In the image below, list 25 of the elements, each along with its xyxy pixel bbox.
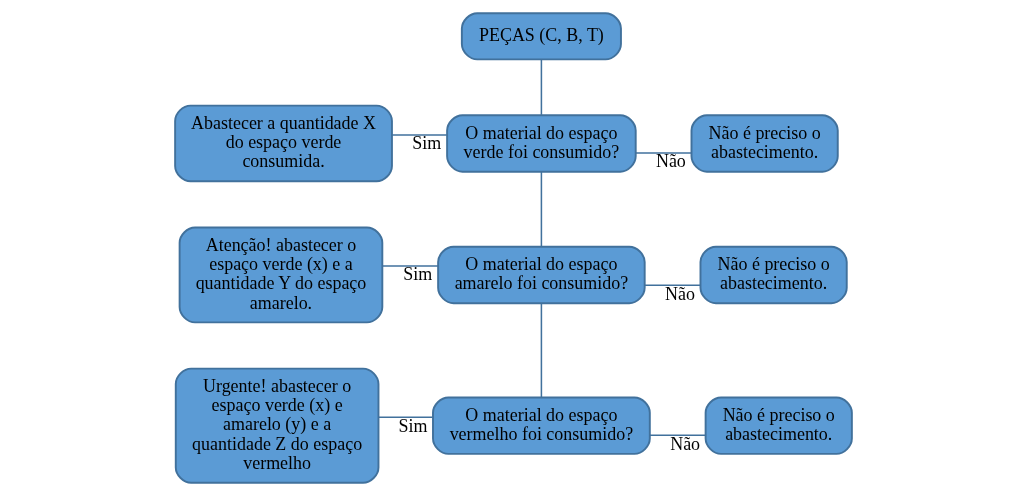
edge-label: Não bbox=[670, 433, 701, 454]
node-box: Urgente! abastecer o espaço verde (x) e amarelo (y) e a quantidade Z do espaço vermelho bbox=[174, 367, 380, 484]
connector bbox=[391, 134, 448, 136]
node-box: Não é preciso o abastecimento. bbox=[699, 245, 848, 305]
node-box: Não é preciso o abastecimento. bbox=[704, 396, 853, 455]
connector bbox=[377, 416, 434, 419]
node-box: Não é preciso o abastecimento. bbox=[690, 114, 839, 173]
node-box: O material do espaço verde foi consumido? bbox=[446, 114, 637, 173]
node-box: Abastecer a quantidade X do espaço verde consumida. bbox=[174, 104, 393, 183]
connector bbox=[644, 284, 701, 286]
edge-label: Não bbox=[655, 151, 686, 172]
connector bbox=[649, 434, 707, 437]
node-box: PEÇAS (C, B, T) bbox=[460, 12, 622, 61]
edge-label: Sim bbox=[398, 415, 428, 436]
connector bbox=[381, 265, 439, 267]
node-box: O material do espaço amarelo foi consumido? bbox=[437, 245, 646, 305]
node-box: Atenção! abastecer o espaço verde (x) e a quantidade Y do espaço amarelo. bbox=[178, 226, 384, 324]
connector bbox=[540, 171, 543, 248]
edge-label: Sim bbox=[403, 264, 433, 285]
connector bbox=[635, 152, 693, 154]
edge-label: Não bbox=[664, 283, 695, 304]
node-box: O material do espaço vermelho foi consumido? bbox=[432, 396, 651, 455]
connector bbox=[540, 58, 543, 116]
connector bbox=[540, 302, 543, 399]
edge-label: Sim bbox=[412, 133, 442, 154]
